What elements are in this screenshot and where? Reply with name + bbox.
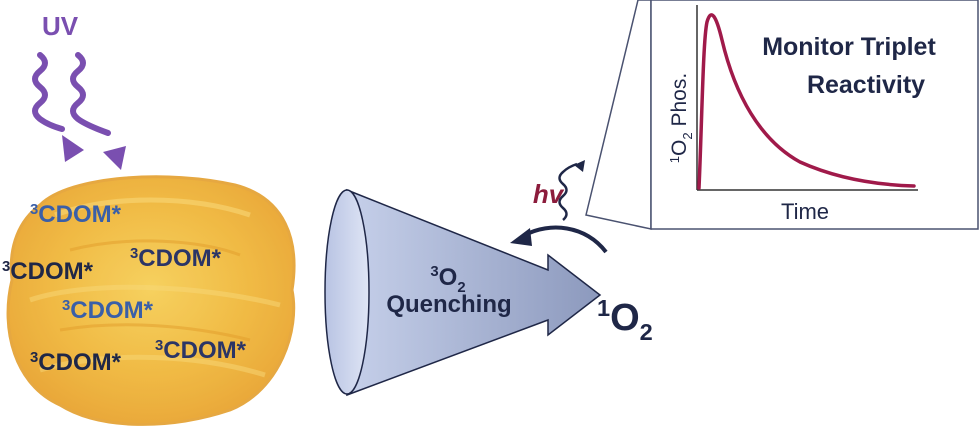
funnel-o2-label: 3O2 [430, 264, 465, 296]
uv-wave-arrow-1 [32, 52, 65, 132]
quenching-funnel [324, 188, 602, 397]
uv-arrowhead-2 [103, 146, 126, 170]
phosphorescence-decay-curve [697, 13, 916, 190]
uv-arrowhead-1 [62, 135, 84, 162]
cdom-label: 3CDOM* [2, 258, 94, 285]
emission-arrowhead [510, 228, 532, 246]
inset-x-axis-label: Time [781, 199, 829, 224]
inset-title-line1: Monitor Triplet [762, 33, 936, 61]
funnel-quenching-label: Quenching [386, 291, 511, 318]
hv-label: hv [533, 179, 565, 209]
inset-y-axis-label: 1O2 Phos. [667, 73, 695, 163]
cdom-label: 3CDOM* [30, 349, 122, 376]
uv-wave-arrow-2 [70, 52, 111, 136]
uv-arrows [32, 52, 111, 136]
emission-curved-arrow [524, 225, 608, 254]
cdom-label: 3CDOM* [130, 245, 222, 272]
photon-wave [558, 162, 578, 221]
photon-arrowhead [574, 160, 585, 172]
inset-title-line2: Reactivity [807, 71, 925, 99]
inset-projection [585, 0, 652, 230]
uv-label: UV [42, 11, 79, 41]
cdom-label: 3CDOM* [155, 337, 247, 364]
singlet-oxygen-label: 1O2 [597, 295, 653, 345]
cdom-blob [6, 175, 296, 426]
cdom-label: 3CDOM* [62, 297, 154, 324]
cdom-label: 3CDOM* [30, 201, 122, 228]
